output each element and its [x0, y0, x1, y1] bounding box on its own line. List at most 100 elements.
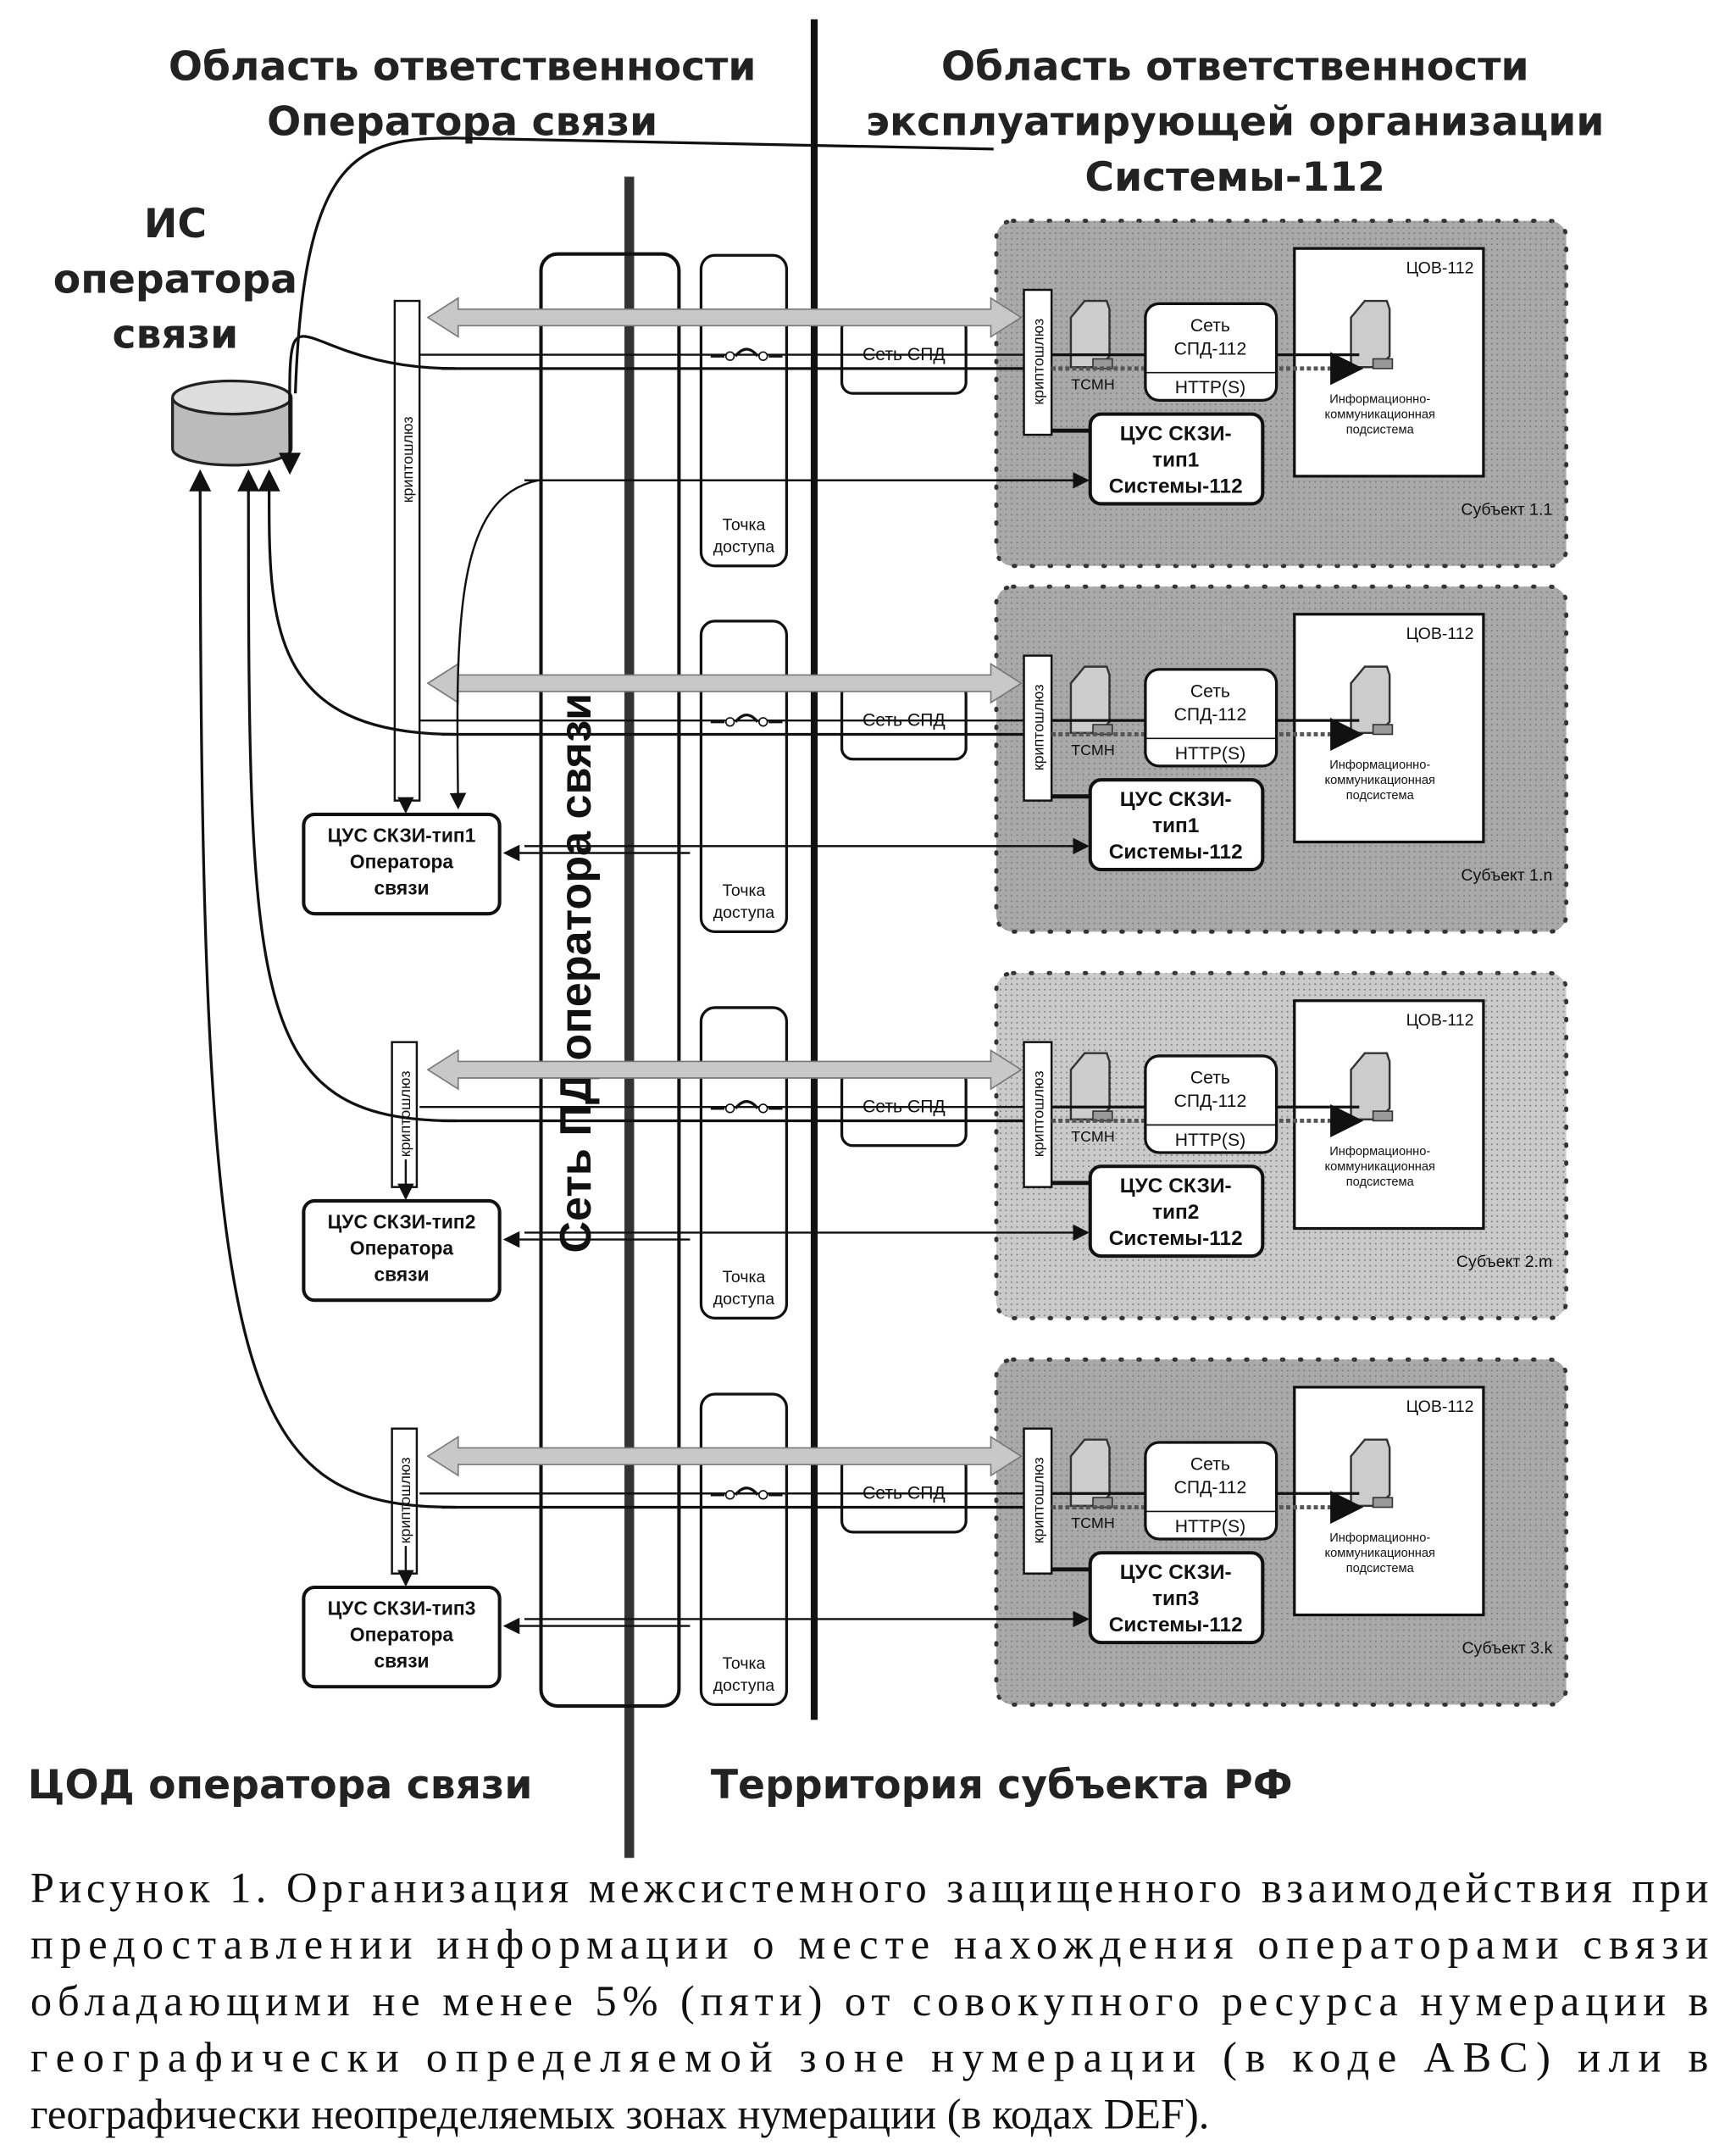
system-cus-label: тип2: [1152, 1201, 1199, 1224]
bidirectional-arrow: [426, 297, 1023, 338]
fuse-icon: [758, 717, 768, 727]
bidirectional-arrow: [426, 1048, 1023, 1091]
cov-112-label: ЦОВ-112: [1406, 1398, 1474, 1416]
subject-label: Субъект 1.1: [1461, 500, 1552, 519]
info-subsystem-label: коммуникационная: [1325, 1160, 1435, 1174]
subject-crypto-gateway: [1023, 288, 1053, 436]
subject-block: [279, 247, 1485, 568]
caption-line: Рисунок 1. Организация межсистемного защ…: [31, 1864, 1708, 1911]
spd112-label: Сеть: [1190, 1455, 1230, 1475]
cov-112-box: [1293, 999, 1485, 1231]
fuse-icon: [758, 351, 768, 361]
access-point-label: доступа: [713, 537, 775, 556]
access-point-box: [699, 620, 789, 933]
fuse-icon: [724, 717, 735, 727]
spd-network-label: Сеть СПД: [862, 1097, 946, 1117]
footer-left-label: ЦОД оператора связи: [28, 1762, 533, 1809]
operator-crypto-gateway: [391, 1041, 419, 1188]
operator-cus-label: ЦУС СКЗИ-тип1: [328, 824, 476, 846]
system-cus-box: [1088, 778, 1265, 872]
is-operator-label: оператора: [53, 256, 297, 303]
curved-arrow: [237, 469, 456, 1123]
http-label: HTTP(S): [1175, 744, 1245, 764]
operator-network-label: Сеть ПД оператора связи: [552, 693, 601, 1253]
system-cus-label: ЦУС СКЗИ-: [1120, 423, 1232, 446]
spd-network-label: Сеть СПД: [862, 345, 946, 364]
is-operator-label: ИС: [144, 201, 207, 247]
info-subsystem-label: подсистема: [1346, 789, 1415, 803]
info-subsystem-label: подсистема: [1346, 1562, 1415, 1575]
crypto-gateway-label: криптошлюз: [1029, 684, 1046, 770]
access-point-label: доступа: [713, 1290, 775, 1309]
curved-arrow: [258, 469, 456, 736]
operator-crypto-gateway: [391, 1427, 419, 1575]
access-point-label: Точка: [723, 1268, 766, 1286]
caption-line: географически определяемой зоне нумераци…: [31, 2034, 1708, 2081]
info-subsystem-label: подсистема: [1346, 423, 1415, 436]
caption-line: географически неопределяемых зонах нумер…: [31, 2090, 1210, 2137]
spd112-box: [1144, 1441, 1278, 1541]
cov-112-label: ЦОВ-112: [1406, 1011, 1474, 1030]
subject-crypto-gateway: [1023, 1427, 1053, 1575]
system-cus-label: тип1: [1152, 814, 1199, 837]
curved-arrow: [293, 136, 994, 394]
info-subsystem-label: коммуникационная: [1325, 1547, 1435, 1560]
subject-label: Субъект 3.k: [1462, 1639, 1552, 1658]
curved-arrow: [279, 335, 456, 475]
header-right-line: эксплуатирующей организации: [866, 99, 1605, 146]
info-subsystem-label: Информационно-: [1329, 758, 1430, 772]
caption-line: обладающими не менее 5% (пяти) от совоку…: [31, 1977, 1708, 2025]
http-label: HTTP(S): [1175, 1517, 1245, 1536]
crypto-gateway-label: криптошлюз: [1029, 1070, 1046, 1157]
spd112-box: [1144, 302, 1278, 402]
crypto-gateway-label: криптошлюз: [1029, 1457, 1046, 1543]
operator-cus-label: связи: [374, 1263, 429, 1285]
spd-network-label: Сеть СПД: [862, 711, 946, 731]
info-subsystem-label: Информационно-: [1329, 393, 1430, 407]
server-icon: [1069, 1052, 1113, 1122]
system-cus-box: [1088, 1164, 1265, 1259]
operator-cus-box: [302, 1585, 502, 1689]
operator-cus-label: Оператора: [350, 1624, 453, 1646]
server-icon: [1350, 1052, 1394, 1122]
info-subsystem-label: коммуникационная: [1325, 774, 1435, 787]
cov-112-label: ЦОВ-112: [1406, 258, 1474, 277]
operator-cus-label: Оператора: [350, 1236, 453, 1259]
spd112-label: Сеть: [1190, 681, 1230, 701]
system-cus-label: Системы-112: [1109, 841, 1243, 864]
curved-arrow: [189, 469, 456, 1509]
system-cus-label: тип1: [1152, 448, 1199, 471]
server-icon: [1350, 1438, 1394, 1509]
bidirectional-arrow: [426, 1435, 1023, 1477]
spd112-label: СПД-112: [1174, 1092, 1247, 1111]
operator-cus-label: Оператора: [350, 850, 453, 872]
http-label: HTTP(S): [1175, 378, 1245, 397]
info-subsystem-label: Информационно-: [1329, 1531, 1430, 1545]
system-cus-label: тип3: [1152, 1587, 1199, 1610]
access-point-label: Точка: [723, 515, 766, 534]
operator-cus-box: [302, 812, 502, 916]
spd112-label: СПД-112: [1174, 1478, 1247, 1498]
subject-block: [237, 469, 1485, 1320]
header-right-line: Системы-112: [1084, 154, 1385, 201]
info-subsystem-label: Информационно-: [1329, 1145, 1430, 1159]
system-cus-label: Системы-112: [1109, 475, 1243, 497]
subject-label: Субъект 2.m: [1456, 1253, 1552, 1271]
access-point-label: доступа: [713, 903, 775, 922]
access-point-box: [699, 253, 789, 568]
spd-network-label: Сеть СПД: [862, 1484, 946, 1503]
spd112-label: Сеть: [1190, 316, 1230, 336]
tsmn-label: ТСМН: [1071, 1514, 1115, 1531]
operator-cus-label: связи: [374, 1649, 429, 1671]
server-icon: [1069, 665, 1113, 736]
tsmn-label: ТСМН: [1071, 1128, 1115, 1145]
access-point-label: доступа: [713, 1676, 775, 1695]
subject-crypto-gateway: [1023, 654, 1053, 802]
spd112-label: СПД-112: [1174, 705, 1247, 725]
header-left-line: Область ответственности: [169, 43, 757, 90]
system-cus-label: ЦУС СКЗИ-: [1120, 1561, 1232, 1584]
tsmn-label: ТСМН: [1071, 375, 1115, 392]
info-subsystem-label: коммуникационная: [1325, 408, 1435, 421]
tsmn-label: ТСМН: [1071, 742, 1115, 758]
operator-cus-label: ЦУС СКЗИ-тип2: [328, 1211, 476, 1233]
